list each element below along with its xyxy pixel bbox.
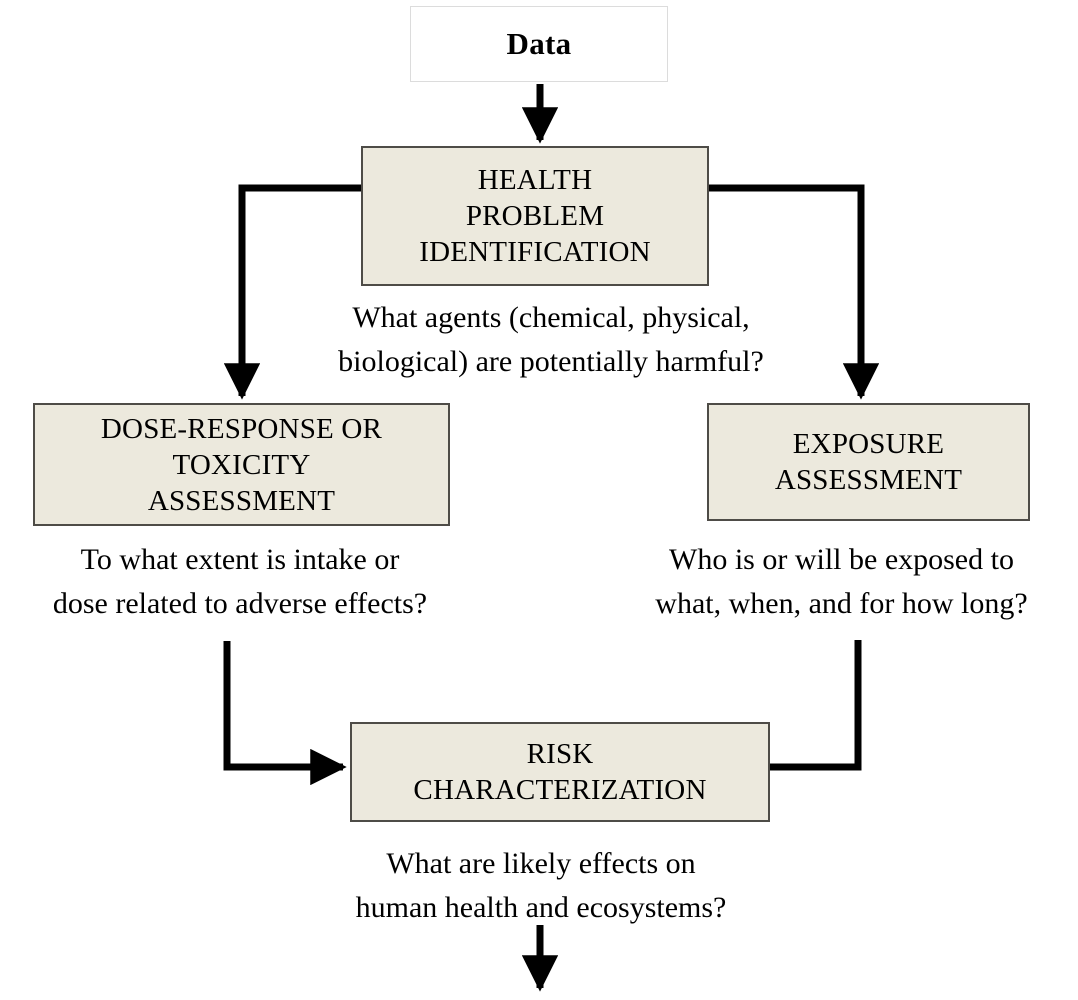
node-health-problem-identification[interactable]: HEALTH PROBLEM IDENTIFICATION: [361, 146, 709, 286]
node-data-label: Data: [506, 26, 572, 61]
node-dose-response-label: DOSE-RESPONSE OR TOXICITY ASSESSMENT: [100, 412, 383, 517]
node-exposure-assessment[interactable]: EXPOSURE ASSESSMENT: [707, 403, 1030, 521]
caption-exposure: Who is or will be exposed to what, when,…: [655, 543, 1028, 620]
connector-exposure-to-risk: [770, 640, 862, 771]
node-risk-characterization[interactable]: RISK CHARACTERIZATION: [350, 722, 770, 822]
connector-dose-to-risk: [223, 641, 347, 786]
node-data[interactable]: Data: [410, 6, 668, 82]
node-dose-response-toxicity-assessment[interactable]: DOSE-RESPONSE OR TOXICITY ASSESSMENT: [33, 403, 450, 526]
node-risk-label: RISK CHARACTERIZATION: [413, 738, 707, 806]
caption-risk: What are likely effects on human health …: [355, 847, 727, 924]
node-exposure-label: EXPOSURE ASSESSMENT: [774, 428, 963, 496]
caption-health-problem: What agents (chemical, physical, biologi…: [338, 301, 764, 378]
caption-dose-response: To what extent is intake or dose related…: [52, 543, 428, 620]
node-health-problem-label: HEALTH PROBLEM IDENTIFICATION: [419, 164, 651, 268]
